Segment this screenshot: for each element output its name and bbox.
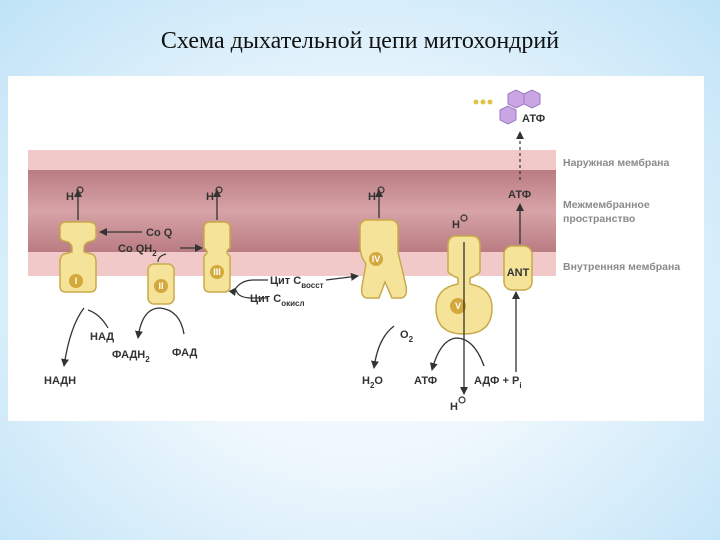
charge-icon xyxy=(76,186,84,194)
complex-i-shape xyxy=(59,221,97,293)
ant-shape xyxy=(503,245,533,291)
outer-membrane xyxy=(28,150,556,170)
water-arrow xyxy=(370,325,395,369)
charge-icon xyxy=(215,186,223,194)
fad-label: ФАД xyxy=(172,347,197,359)
fad-cycle-arrow xyxy=(134,307,185,339)
complex-iv-badge xyxy=(369,252,383,266)
h2o-label: H2O xyxy=(362,375,383,390)
charge-icon xyxy=(460,214,468,222)
nadh-arrow xyxy=(61,307,85,367)
legend-outer-membrane: Наружная мембрана xyxy=(563,157,670,169)
atp-molecule-icon xyxy=(473,89,541,125)
legend-intermembrane-1: Межмембранное xyxy=(563,199,650,211)
legend-intermembrane-2: пространство xyxy=(563,213,635,225)
nad-curve xyxy=(87,309,109,329)
coq-label: Co Q xyxy=(146,227,173,239)
complex-iii-label: III xyxy=(213,267,221,277)
atp-bottom-label: АТФ xyxy=(414,375,437,387)
complex-i-label: I xyxy=(75,276,78,286)
h-plus-iii: H xyxy=(206,191,214,203)
cyt-c-ox-arrow xyxy=(235,289,268,299)
complex-iii-badge xyxy=(210,265,224,279)
h-plus-v-bottom: H xyxy=(450,401,458,413)
complex-iv-label: IV xyxy=(372,254,381,264)
charge-icon xyxy=(377,186,385,194)
charge-icon xyxy=(458,396,466,404)
complex-ii-label: II xyxy=(158,281,163,291)
nadh-label: НАДН xyxy=(44,375,76,387)
complex-iii-shape xyxy=(203,221,231,293)
h-plus-i: H xyxy=(66,191,74,203)
ant-label: ANT xyxy=(507,267,530,279)
coqh2-link xyxy=(157,253,167,263)
nad-label: НАД xyxy=(90,331,114,343)
h-plus-v-top: H xyxy=(452,219,460,231)
respiratory-chain-diagram: Наружная мембрана Межмембранное простран… xyxy=(8,76,704,421)
slide-title: Схема дыхательной цепи митохондрий xyxy=(160,28,560,54)
legend-inner-membrane: Внутренняя мембрана xyxy=(563,261,680,273)
cyt-c-red-arrow xyxy=(228,279,268,296)
diagram-svg: Наружная мембрана Межмембранное простран… xyxy=(8,76,704,421)
complex-v-label: V xyxy=(455,301,461,311)
adp-pi-label: АДФ + Pi xyxy=(474,375,522,390)
cyt-c-ox-label: Цит Cокисл xyxy=(250,293,305,308)
h-plus-iv: H xyxy=(368,191,376,203)
atp-ant-label: АТФ xyxy=(508,189,531,201)
atp-top-label: АТФ xyxy=(522,113,545,125)
complex-v-badge xyxy=(450,298,466,314)
coqh2-label: Co QH2 xyxy=(118,243,157,258)
complex-i-badge xyxy=(69,274,83,288)
complex-ii-badge xyxy=(154,279,168,293)
complex-iv-shape xyxy=(359,219,408,299)
o2-label: O2 xyxy=(400,329,414,344)
cyt-c-red-label: Цит Cвосст xyxy=(270,275,324,290)
fadh2-label: ФАДН2 xyxy=(112,349,150,364)
cyt-to-iv-arrow xyxy=(325,272,359,281)
atp-synthesis-arrow xyxy=(429,337,485,371)
